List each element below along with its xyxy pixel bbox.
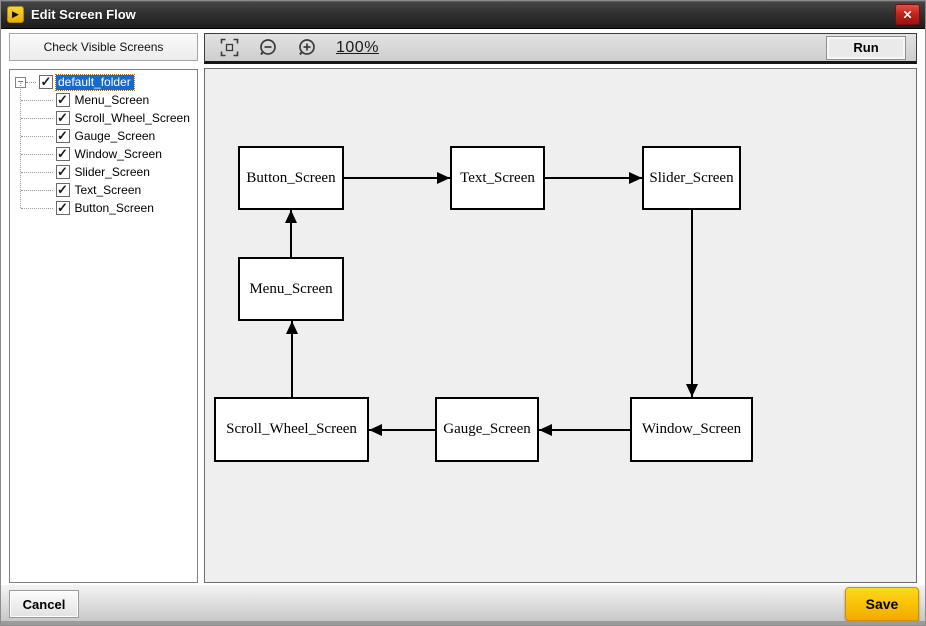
arrowhead-icon (629, 172, 642, 184)
tree-row: ✓ Text_Screen (15, 181, 197, 199)
checkbox-window-screen[interactable]: ✓ (55, 146, 70, 161)
fit-to-view-icon[interactable] (219, 38, 239, 58)
run-button[interactable]: Run (826, 35, 906, 60)
footer-bar: Cancel Save (1, 585, 925, 621)
flow-node-button_screen[interactable]: Button_Screen (238, 146, 344, 210)
tree-item-menu-screen[interactable]: Menu_Screen (74, 92, 150, 107)
flow-node-slider_screen[interactable]: Slider_Screen (642, 146, 741, 210)
flow-node-menu_screen[interactable]: Menu_Screen (238, 257, 344, 321)
dialog-title: Edit Screen Flow (31, 7, 136, 22)
checkbox-text-screen[interactable]: ✓ (55, 182, 70, 197)
arrowhead-icon (539, 424, 552, 436)
flow-node-scroll_wheel_screen[interactable]: Scroll_Wheel_Screen (214, 397, 369, 462)
flow-edge (290, 210, 292, 257)
arrowhead-icon (286, 321, 298, 334)
tree-row: ✓ Scroll_Wheel_Screen (15, 109, 197, 127)
screens-tree-panel: − ✓ default_folder ✓ Menu_Screen ✓ Scrol… (9, 69, 198, 583)
flow-node-text_screen[interactable]: Text_Screen (450, 146, 545, 210)
flow-edge (545, 177, 642, 179)
flow-node-window_screen[interactable]: Window_Screen (630, 397, 753, 462)
zoom-out-icon[interactable] (258, 38, 278, 58)
window-bottom-edge (1, 621, 925, 625)
tree-row: ✓ Menu_Screen (15, 91, 197, 109)
tree-item-button-screen[interactable]: Button_Screen (74, 200, 154, 215)
checkbox-menu-screen[interactable]: ✓ (55, 92, 70, 107)
arrowhead-icon (369, 424, 382, 436)
tree-row-root: − ✓ default_folder (15, 73, 197, 91)
zoom-level-value[interactable]: 100% (336, 38, 379, 56)
checkbox-gauge-screen[interactable]: ✓ (55, 128, 70, 143)
tree-connector (26, 81, 36, 83)
titlebar: ▶ Edit Screen Flow ✕ (1, 1, 925, 29)
checkbox-slider-screen[interactable]: ✓ (55, 164, 70, 179)
arrowhead-icon (686, 384, 698, 397)
tree-row: ✓ Window_Screen (15, 145, 197, 163)
flow-edge (539, 429, 630, 431)
flow-node-gauge_screen[interactable]: Gauge_Screen (435, 397, 539, 462)
checkbox-default-folder[interactable]: ✓ (39, 74, 53, 89)
check-visible-screens-button[interactable]: Check Visible Screens (9, 33, 198, 61)
zoom-in-icon[interactable] (297, 38, 317, 58)
checkbox-button-screen[interactable]: ✓ (55, 200, 70, 215)
tree-item-window-screen[interactable]: Window_Screen (74, 146, 162, 161)
tree-row: ✓ Button_Screen (15, 199, 197, 217)
flow-edge (691, 210, 693, 397)
arrowhead-icon (285, 210, 297, 223)
play-app-icon: ▶ (7, 6, 24, 23)
tree-item-scroll-wheel-screen[interactable]: Scroll_Wheel_Screen (74, 110, 190, 125)
tree-item-gauge-screen[interactable]: Gauge_Screen (74, 128, 156, 143)
save-button[interactable]: Save (845, 587, 919, 621)
tree-children: ✓ Menu_Screen ✓ Scroll_Wheel_Screen ✓ Ga… (15, 83, 197, 217)
close-icon[interactable]: ✕ (895, 4, 920, 25)
flow-edge (344, 177, 450, 179)
canvas-toolbar: 100% Run (204, 33, 917, 64)
flow-edge (291, 321, 293, 397)
tree-item-default-folder[interactable]: default_folder (55, 73, 135, 91)
tree-row: ✓ Gauge_Screen (15, 127, 197, 145)
tree-row: ✓ Slider_Screen (15, 163, 197, 181)
tree-item-text-screen[interactable]: Text_Screen (74, 182, 142, 197)
tree-item-slider-screen[interactable]: Slider_Screen (74, 164, 150, 179)
flow-edge (369, 429, 435, 431)
arrowhead-icon (437, 172, 450, 184)
cancel-button[interactable]: Cancel (9, 590, 79, 618)
checkbox-scroll-wheel-screen[interactable]: ✓ (55, 110, 70, 125)
